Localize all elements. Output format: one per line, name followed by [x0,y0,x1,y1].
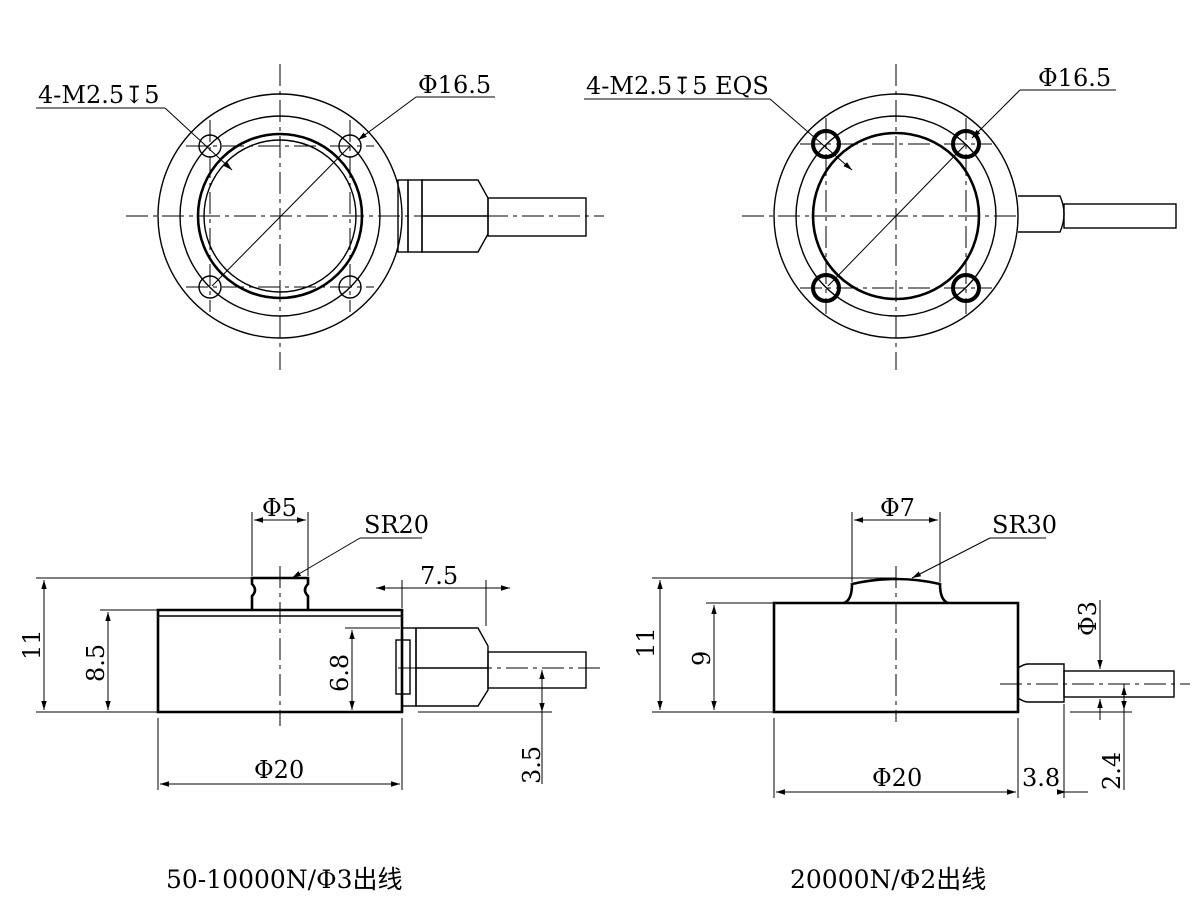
height-body-right: 9 [688,651,716,666]
button-dia-left: Φ5 [262,494,297,522]
button-dia-right: Φ7 [880,494,915,522]
body-dia-right: Φ20 [872,764,922,792]
hole-note-left: 4-M2.5↧5 [38,81,160,109]
caption-right: 20000N/Φ2出线 [790,865,986,894]
side-view-left: Φ5 SR20 7.5 Φ20 11 8.5 6.8 3.5 [18,494,604,790]
stub-len-right: 3.8 [1022,764,1060,792]
bolt-circle-left: Φ16.5 [418,71,491,99]
sphere-radius-right: SR30 [992,511,1057,539]
body-dia-left: Φ20 [254,756,304,784]
height-body-left: 8.5 [82,644,110,682]
caption-left: 50-10000N/Φ3出线 [166,865,403,894]
sphere-radius-left: SR20 [364,511,429,539]
connector-len-left: 7.5 [420,562,458,590]
cable-height-left: 3.5 [518,746,546,784]
top-view-right: 4-M2.5↧5 EQS Φ16.5 [584,64,1177,370]
height-total-right: 11 [632,627,660,658]
cable-height-right: 2.4 [1098,752,1126,790]
height-connector-left: 6.8 [326,654,354,692]
side-view-right: Φ7 SR30 Φ20 3.8 11 9 Φ3 2.4 [632,494,1190,798]
hole-note-right: 4-M2.5↧5 EQS [586,72,769,100]
top-view-left: 4-M2.5↧5 Φ16.5 [36,64,604,370]
bolt-circle-right: Φ16.5 [1038,64,1111,92]
height-total-left: 11 [18,629,46,660]
cable-dia-right: Φ3 [1074,601,1102,636]
